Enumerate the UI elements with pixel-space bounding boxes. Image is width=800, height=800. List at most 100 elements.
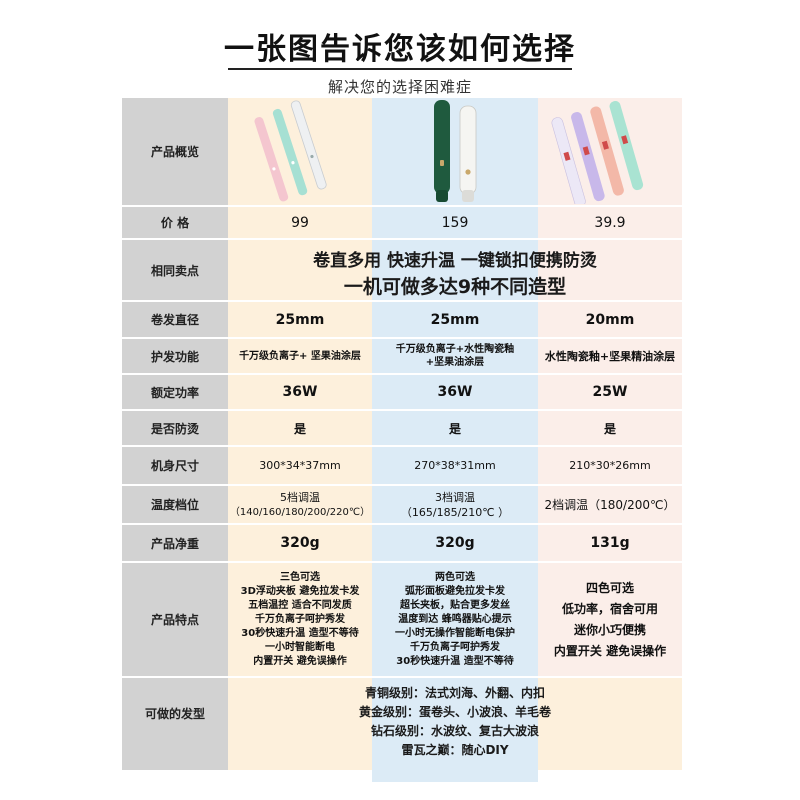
feature-item: 内置开关 避免误操作 (253, 656, 347, 667)
care-b-line2: +坚果油涂层 (425, 357, 485, 368)
white-straightener (459, 105, 477, 195)
white-straightener (290, 100, 327, 190)
care-a: 千万级负离子+ 坚果油涂层 (239, 350, 361, 362)
feature-item: 两色可选 (435, 572, 475, 583)
feature-item: 一小时智能断电 (265, 642, 335, 653)
features-c: 四色可选 低功率，宿舍可用 迷你小巧便携 内置开关 避免误操作 (538, 566, 682, 674)
row-label-antiburn: 是否防烫 (150, 421, 199, 436)
pink-straightener (254, 117, 289, 202)
product-b-column-extension (372, 676, 538, 782)
green-straightener (434, 100, 450, 194)
antiburn-b: 是 (448, 421, 461, 436)
green-straightener (609, 100, 644, 191)
weight-a: 320g (280, 535, 320, 551)
page-title: 一张图告诉您该如何选择 (224, 32, 576, 67)
feature-item: 温度到达 蜂鸣器贴心提示 (398, 614, 512, 625)
diameter-c: 20mm (585, 311, 635, 328)
feature-item: 迷你小巧便携 (573, 623, 646, 637)
feature-item: 四色可选 (585, 581, 634, 595)
row-label-styles: 可做的发型 (144, 706, 205, 721)
hairstyle-tier: 钻石级别：水波纹、复古大波浪 (370, 724, 539, 738)
row-label-diameter: 卷发直径 (150, 313, 199, 327)
temp-a: 5档调温 （140/160/180/200/220℃） (228, 486, 372, 523)
care-c: 水性陶瓷釉+坚果精油涂层 (544, 349, 676, 363)
hairstyles-list: 青铜级别：法式刘海、外翻、内扣 黄金级别：蛋卷头、小波浪、羊毛卷 钻石级别：水波… (228, 684, 682, 760)
row-divider (122, 676, 682, 678)
title-underline (228, 68, 572, 70)
page-subtitle: 解决您的选择困难症 (327, 78, 472, 96)
row-label-care: 护发功能 (150, 349, 199, 364)
care-b: 千万级负离子+水性陶瓷釉 +坚果油涂层 (372, 339, 538, 373)
white-straightener (551, 117, 586, 204)
weight-b: 320g (435, 535, 475, 551)
hairstyle-tier: 雷瓦之巅：随心DIY (401, 743, 509, 757)
temp-b-line1: 3档调温 (435, 490, 475, 504)
row-divider (122, 484, 682, 486)
common-points-line1: 卷直多用 快速升温 一键锁扣便携防烫 (313, 251, 597, 271)
label-column (122, 98, 228, 770)
mint-straightener (272, 108, 308, 196)
feature-item: 30秒快速升温 造型不等待 (396, 656, 514, 667)
temp-a-line2: （140/160/180/200/220℃） (229, 506, 371, 518)
features-b: 两色可选 弧形面板避免拉发卡发 超长夹板，贴合更多发丝 温度到达 蜂鸣器贴心提示… (372, 566, 538, 674)
temp-b-line2: （165/185/210℃ ） (400, 505, 510, 519)
feature-item: 一小时无操作智能断电保护 (395, 628, 515, 639)
power-a: 36W (282, 384, 318, 400)
feature-item: 3D浮动夹板 避免拉发卡发 (240, 586, 360, 597)
product-c-image (551, 100, 644, 204)
row-label-size: 机身尺寸 (150, 459, 199, 473)
row-divider (122, 300, 682, 302)
row-divider (122, 445, 682, 447)
row-label-price: 价 格 (160, 216, 190, 230)
temp-b: 3档调温 （165/185/210℃ ） (372, 486, 538, 523)
feature-item: 三色可选 (280, 572, 320, 583)
power-c: 25W (592, 384, 628, 400)
antiburn-c: 是 (603, 421, 616, 436)
feature-item: 弧形面板避免拉发卡发 (405, 586, 505, 597)
row-label-power: 额定功率 (150, 385, 199, 400)
row-divider (122, 337, 682, 339)
care-b-line1: 千万级负离子+水性陶瓷釉 (395, 344, 515, 355)
hairstyle-tier: 青铜级别：法式刘海、外翻、内扣 (364, 686, 545, 700)
product-c-column (538, 98, 682, 676)
row-label-overview: 产品概览 (150, 145, 199, 159)
row-label-weight: 产品净重 (150, 536, 199, 551)
temp-c: 2档调温（180/200℃） (544, 498, 676, 512)
row-divider (122, 523, 682, 525)
features-a: 三色可选 3D浮动夹板 避免拉发卡发 五档温控 适合不同发质 千万负离子呵护秀发… (228, 566, 372, 674)
feature-item: 五档温控 适合不同发质 (248, 600, 352, 611)
row-divider (122, 238, 682, 240)
weight-c: 131g (590, 535, 630, 551)
size-b: 270*38*31mm (414, 459, 496, 472)
row-divider (122, 373, 682, 375)
product-b-column (372, 98, 538, 782)
purple-straightener (571, 112, 605, 202)
feature-item: 千万负离子呵护秀发 (255, 614, 345, 625)
hairstyle-tier: 黄金级别：蛋卷头、小波浪、羊毛卷 (358, 705, 551, 719)
coral-straightener (590, 106, 624, 196)
price-a: 99 (291, 214, 309, 231)
row-divider (122, 561, 682, 563)
temp-a-line1: 5档调温 (280, 490, 320, 504)
row-label-common: 相同卖点 (150, 263, 199, 278)
size-c: 210*30*26mm (569, 459, 651, 472)
feature-item: 30秒快速升温 造型不等待 (241, 628, 359, 639)
diameter-a: 25mm (275, 311, 325, 328)
row-label-features: 产品特点 (150, 613, 199, 627)
price-c: 39.9 (594, 214, 626, 231)
diameter-b: 25mm (430, 311, 480, 328)
common-points-line2: 一机可做多达9种不同造型 (343, 276, 567, 298)
feature-item: 超长夹板，贴合更多发丝 (400, 600, 510, 611)
product-a-image (254, 100, 327, 202)
feature-item: 低功率，宿舍可用 (561, 602, 658, 616)
power-b: 36W (437, 384, 473, 400)
row-divider (122, 409, 682, 411)
row-divider (122, 205, 682, 207)
row-label-temp: 温度档位 (150, 498, 199, 512)
size-a: 300*34*37mm (259, 459, 341, 472)
feature-item: 千万负离子呵护秀发 (410, 642, 500, 653)
product-b-image (434, 100, 477, 202)
price-b: 159 (441, 214, 469, 231)
feature-item: 内置开关 避免误操作 (553, 644, 667, 658)
antiburn-a: 是 (293, 421, 306, 436)
